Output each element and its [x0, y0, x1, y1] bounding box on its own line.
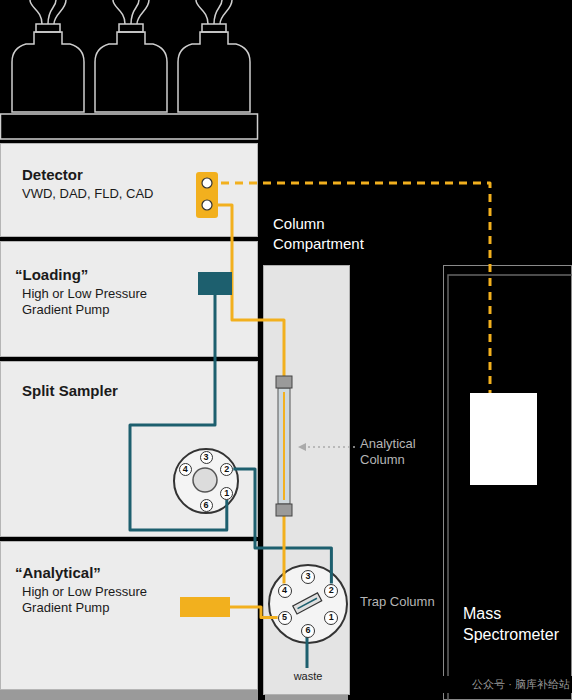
ms-housing — [448, 275, 572, 700]
pump-head — [180, 597, 230, 617]
module-title: Split Sampler — [22, 382, 192, 401]
tubing-connector — [207, 205, 284, 584]
module-title: “Analytical” — [15, 564, 185, 583]
port-number: 1 — [220, 487, 233, 500]
port-number: 6 — [200, 499, 213, 512]
watermark: 公众号 · 脑库补给站 — [436, 676, 572, 693]
port-number: 3 — [200, 451, 213, 464]
module-title: Detector — [22, 166, 192, 185]
column-compartment: Column Compartment342516 — [263, 265, 350, 695]
trap-body — [293, 593, 322, 614]
column-bed — [283, 392, 285, 500]
column-fitting — [276, 504, 292, 516]
port-number: 2 — [220, 463, 233, 476]
trap-column — [293, 593, 322, 614]
stack-base — [0, 690, 258, 700]
port-fitting — [202, 200, 212, 210]
detector-ports — [196, 172, 218, 218]
column-fitting — [276, 376, 292, 388]
compartment-title: Column Compartment — [273, 214, 388, 253]
port-number: 1 — [324, 611, 338, 625]
callout-label: Analytical Column — [360, 436, 444, 469]
module-title: “Loading” — [15, 266, 185, 285]
pump-module: “Loading”High or Low Pressure Gradient P… — [0, 241, 258, 357]
port-number: 2 — [324, 584, 338, 598]
tubing-connector — [130, 295, 227, 530]
detector-module: DetectorVWD, DAD, FLD, CAD — [0, 143, 258, 237]
port-number: 4 — [179, 463, 192, 476]
port-number: 4 — [278, 584, 292, 598]
waste-line — [306, 637, 309, 668]
callout-label: Trap Column — [360, 594, 440, 610]
leader-line — [306, 446, 355, 448]
leader-arrow — [298, 443, 306, 451]
compartment-base — [265, 695, 348, 700]
instrument-title: Mass Spectrometer — [463, 604, 571, 646]
ms-inlet — [470, 393, 537, 485]
pump-head — [198, 272, 232, 295]
trap-bed — [298, 598, 317, 608]
waste-label: waste — [290, 670, 326, 682]
port-number: 5 — [278, 611, 292, 625]
port-number: 6 — [301, 624, 315, 638]
valve-hub — [193, 468, 217, 492]
analytical-column — [278, 388, 290, 504]
module-subtitle: High or Low Pressure Gradient Pump — [22, 584, 167, 617]
module-subtitle: VWD, DAD, FLD, CAD — [22, 186, 192, 202]
port-fitting — [202, 178, 212, 188]
module-subtitle: High or Low Pressure Gradient Pump — [22, 286, 167, 319]
port-number: 3 — [301, 570, 315, 584]
